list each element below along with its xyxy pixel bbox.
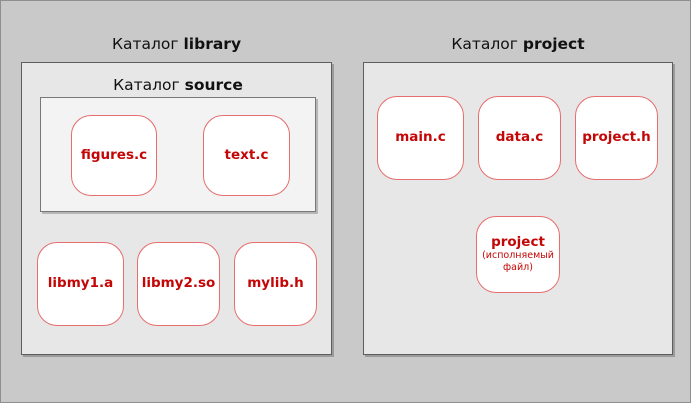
library-directory-title: Каталог library bbox=[21, 35, 332, 57]
project-title-name: project bbox=[522, 35, 585, 53]
executable-label: project bbox=[491, 233, 545, 250]
file-box-data-c: data.c bbox=[478, 96, 561, 180]
project-title-prefix: Каталог bbox=[451, 35, 518, 53]
file-label: libmy1.a bbox=[47, 275, 114, 292]
file-box-libmy2-so: libmy2.so bbox=[137, 242, 220, 326]
file-label: text.c bbox=[224, 146, 269, 163]
project-directory-panel: main.c data.c project.h project (исполня… bbox=[363, 62, 673, 355]
file-label: project.h bbox=[582, 129, 651, 146]
source-title-prefix: Каталог bbox=[113, 76, 180, 94]
file-label: figures.c bbox=[80, 146, 148, 163]
source-title-name: source bbox=[184, 76, 243, 94]
library-title-name: library bbox=[183, 35, 242, 53]
file-box-project-h: project.h bbox=[575, 96, 658, 180]
source-directory-title: Каталог source bbox=[40, 76, 316, 98]
file-box-mylib-h: mylib.h bbox=[234, 242, 317, 326]
library-title-prefix: Каталог bbox=[111, 35, 179, 53]
file-label: data.c bbox=[495, 129, 544, 146]
file-label: main.c bbox=[395, 129, 446, 146]
file-label: mylib.h bbox=[247, 275, 304, 292]
library-directory-panel: Каталог source figures.c text.c libmy1.a… bbox=[21, 62, 332, 355]
source-directory-panel: figures.c text.c bbox=[40, 97, 316, 212]
executable-note: (исполняемый файл) bbox=[482, 250, 554, 274]
project-directory-title: Каталог project bbox=[363, 35, 673, 57]
file-box-figures-c: figures.c bbox=[71, 115, 157, 196]
file-box-project-executable: project (исполняемый файл) bbox=[476, 216, 560, 293]
file-label: libmy2.so bbox=[141, 275, 216, 292]
file-box-text-c: text.c bbox=[203, 115, 290, 196]
file-box-main-c: main.c bbox=[377, 96, 464, 180]
file-box-libmy1-a: libmy1.a bbox=[37, 242, 124, 326]
